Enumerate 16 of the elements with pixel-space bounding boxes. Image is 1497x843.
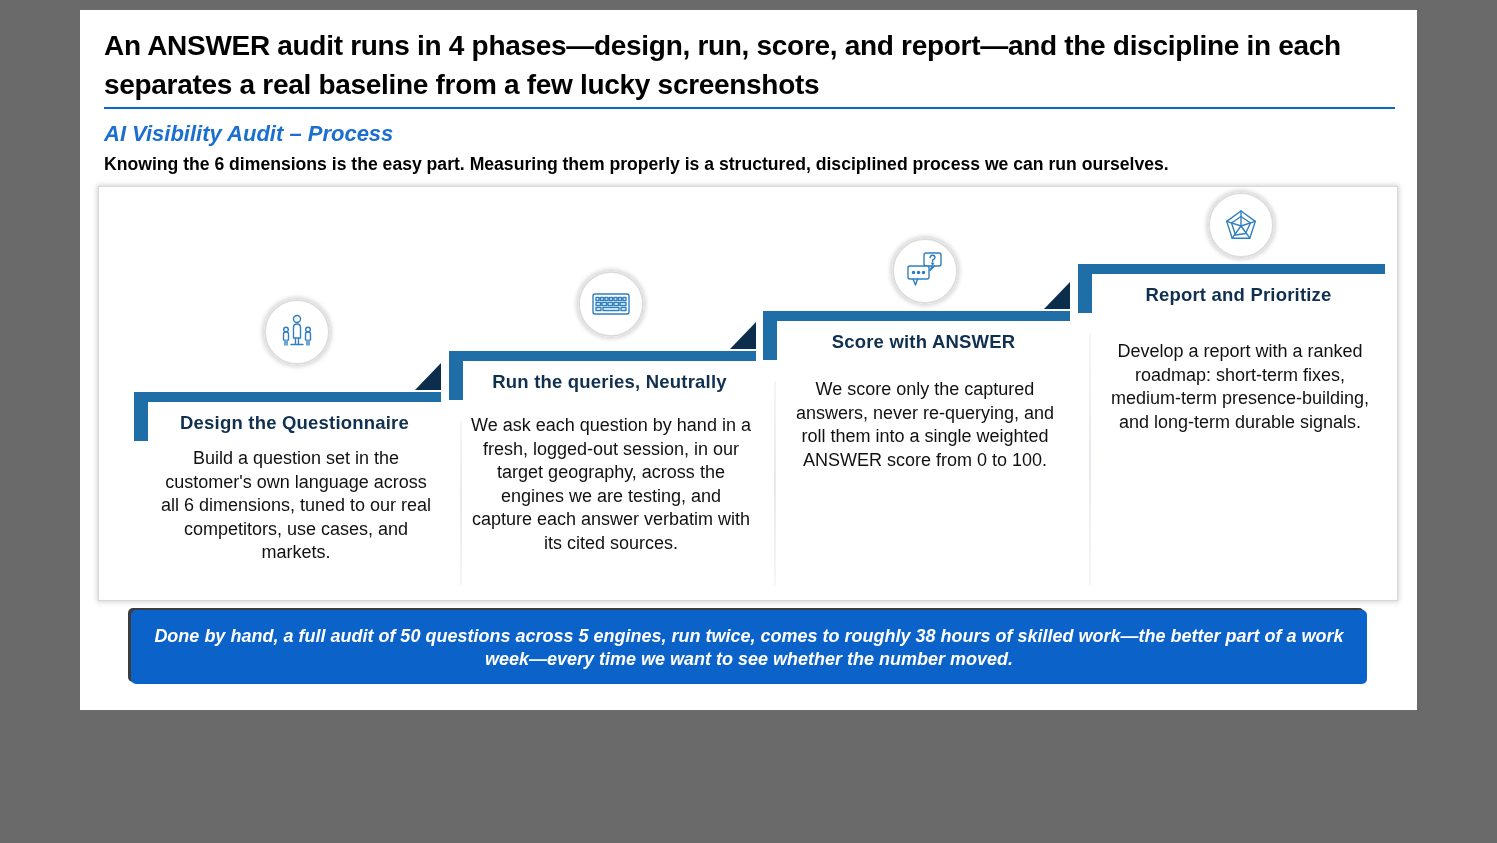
step-panel <box>1078 264 1385 585</box>
section-heading: AI Visibility Audit – Process <box>104 121 394 147</box>
step-description: Build a question set in the customer's own language across all 6 dimensions, tuned to our real competitors, use cases, and markets. <box>159 447 433 564</box>
step-heading: Report and Prioritize <box>1144 284 1333 306</box>
step-panel <box>449 351 756 585</box>
step-panel <box>763 311 1070 585</box>
intro-text: Knowing the 6 dimensions is the easy part. Measuring them properly is a structured, disciplined process we can run ourselves. <box>104 153 1170 175</box>
step-description: Develop a report with a ranked roadmap: short-term fixes, medium-term presence-building, and long-term durable signals. <box>1109 340 1371 434</box>
summary-banner <box>131 610 1367 684</box>
step-description: We score only the captured answers, never re-querying, and roll them into a single weighted ANSWER score from 0 to 100. <box>794 378 1056 472</box>
step-heading: Score with ANSWER <box>830 331 1017 353</box>
slide-title: An ANSWER audit runs in 4 phases—design, run, score, and report—and the discipline in each separates a real baseline from a few lucky screenshots <box>104 29 1342 102</box>
step-description: We ask each question by hand in a fresh, logged-out session, in our target geography, across the engines we are testing, and capture each answer verbatim with its cited sources. <box>470 414 752 555</box>
step-heading: Run the queries, Neutrally <box>491 371 728 393</box>
step-heading: Design the Questionnaire <box>179 412 410 434</box>
banner-text: Done by hand, a full audit of 50 questions across 5 engines, run twice, comes to roughly 38 hours of skilled work—the better part of a work week—every time we want to see whether the number moved. <box>153 625 1345 671</box>
